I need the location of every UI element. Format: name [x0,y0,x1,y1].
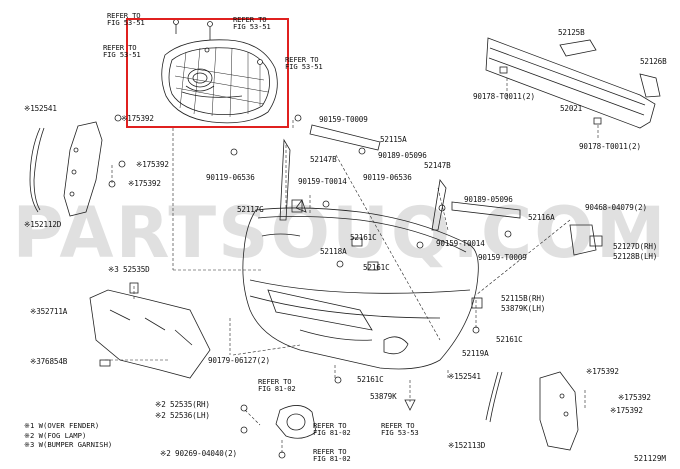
part-52161c-c[interactable]: 52161C [496,335,523,344]
part-52535[interactable]: ※2 52535(RH) [155,400,210,409]
part-175392-a[interactable]: ※175392 [121,114,154,123]
part-90119-a[interactable]: 90119-06536 [206,173,255,182]
part-90189-b[interactable]: 90189-05096 [464,195,513,204]
part-175392-e[interactable]: ※175392 [618,393,651,402]
diagram-code: 521129M [633,454,666,463]
part-52021[interactable]: 52021 [560,104,583,113]
part-90178-b[interactable]: 90178-T0011(2) [579,142,641,151]
left-fender-drawing [29,121,103,217]
part-52127d[interactable]: 52127D(RH) [613,242,658,251]
right-fender-drawing [485,371,579,451]
part-52117g[interactable]: 52117G [237,205,264,214]
part-52536[interactable]: ※2 52536(LH) [155,411,210,420]
fog-lamp-drawing [275,405,317,439]
part-90159-t0014-a[interactable]: 90159-T0014 [298,177,347,186]
part-52126b[interactable]: 52126B [640,57,667,66]
part-76854b[interactable]: ※376854B [30,357,68,366]
part-152541-bottom[interactable]: ※152541 [448,372,481,381]
part-90119-b[interactable]: 90119-06536 [363,173,412,182]
part-52161c-b[interactable]: 52161C [363,263,390,272]
part-90159-t0009-a[interactable]: 90159-T0009 [319,115,368,124]
highlight-box [126,18,289,128]
part-52128b[interactable]: 52128B(LH) [613,252,658,261]
part-52115a[interactable]: 52115A [380,135,407,144]
part-175392-c[interactable]: ※175392 [128,179,161,188]
part-53879k[interactable]: 53879K [370,392,397,401]
part-152113d[interactable]: ※152113D [448,441,486,450]
part-52118a[interactable]: 52118A [320,247,347,256]
part-90159-t0009-b[interactable]: 90159-T0009 [478,253,527,262]
leader-lines [105,78,599,455]
part-52161c-a[interactable]: 52161C [350,233,377,242]
part-52125b[interactable]: 52125B [558,28,585,37]
part-152541-top[interactable]: ※152541 [24,104,57,113]
reinforcement-drawing [485,37,661,129]
bumper-drawing [242,207,479,370]
part-90468[interactable]: 90468-04079(2) [585,203,647,212]
part-52161c-d[interactable]: 52161C [357,375,384,384]
part-53879k-lh[interactable]: 53879K(LH) [501,304,546,313]
part-52116a[interactable]: 52116A [528,213,555,222]
part-52535d[interactable]: ※3 52535D [108,265,150,274]
part-90178-a[interactable]: 90178-T0011(2) [473,92,535,101]
part-175392-b[interactable]: ※175392 [136,160,169,169]
part-90269[interactable]: ※2 90269-04040(2) [160,449,237,458]
part-52119a[interactable]: 52119A [462,349,489,358]
garnish-drawing [89,282,211,379]
fasteners-drawing [108,114,603,459]
footnote-1: ※1 W(OVER FENDER) [24,421,100,430]
part-90189-a[interactable]: 90189-05096 [378,151,427,160]
part-52147b-b[interactable]: 52147B [424,161,451,170]
footnote-3: ※3 W(BUMPER GARNISH) [24,440,113,450]
footnote-2: ※2 W(FOG LAMP) [24,430,87,440]
footnotes: ※1 W(OVER FENDER) ※2 W(FOG LAMP) ※3 W(BU… [24,421,112,450]
part-175392-f[interactable]: ※175392 [610,406,643,415]
part-52147b-a[interactable]: 52147B [310,155,337,164]
part-52711a[interactable]: ※352711A [30,307,68,316]
part-52115b[interactable]: 52115B(RH) [501,294,546,303]
part-90159-t0014-b[interactable]: 90159-T0014 [436,239,485,248]
grille-drawing [161,19,278,124]
part-152112d[interactable]: ※152112D [24,220,62,229]
part-175392-d[interactable]: ※175392 [586,367,619,376]
part-90179[interactable]: 90179-06127(2) [208,356,270,365]
